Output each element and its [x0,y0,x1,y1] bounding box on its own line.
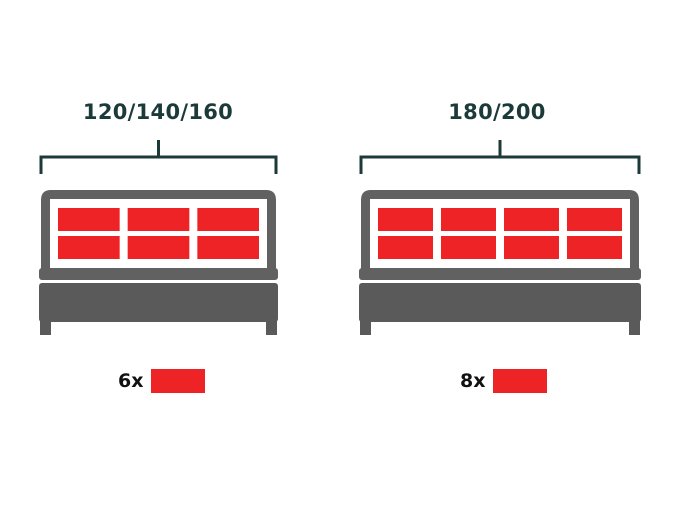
pillow [58,208,120,231]
bed-leg-right [629,320,640,335]
bed-base [359,283,641,322]
pillow [127,236,190,259]
mattress-gap [359,280,641,283]
bed-width-label: 180/200 [448,100,546,124]
bed-leg-right [266,320,277,335]
mattress-gap [39,280,278,283]
pillow [378,236,433,259]
bed-width-label: 120/140/160 [82,100,234,124]
pillow [197,236,259,259]
bed-illustration-small [39,140,278,335]
pillow [567,208,622,231]
pillow-swatch [493,369,548,393]
bed-base [39,283,278,322]
mattress-top [359,268,641,280]
pillow [441,208,496,231]
mattress-top [39,268,278,280]
pillow [504,208,559,231]
pillow [197,208,259,231]
pillow [567,236,622,259]
pillow-count-label: 8x [460,370,486,392]
pillow [441,236,496,259]
bed-group-large: 180/200 8x [340,0,680,510]
bed-illustration-large [359,140,641,335]
pillow-count-row: 6x [118,368,206,394]
pillow [504,236,559,259]
pillow-swatch [151,369,206,393]
pillow [58,236,120,259]
pillow [127,208,190,231]
pillow [378,208,433,231]
bed-group-small: 120/140/160 6x [39,100,278,394]
bed-leg-left [40,320,51,335]
pillow-count-row: 8x [460,368,548,394]
bed-leg-left [360,320,371,335]
pillow-count-label: 6x [118,370,144,392]
